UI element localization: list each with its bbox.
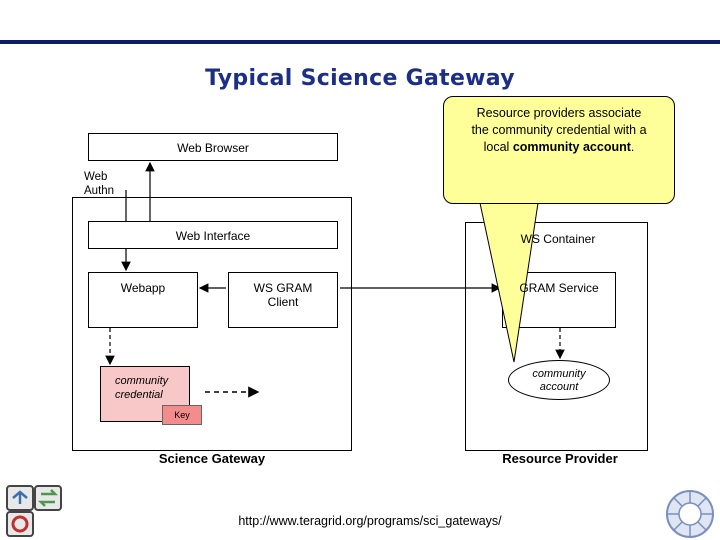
footer-url[interactable]: http://www.teragrid.org/programs/sci_gat… (238, 514, 502, 528)
community-account-line2: account (539, 381, 579, 393)
webapp-box: Webapp (88, 272, 198, 328)
nsf-logo-icon (666, 490, 714, 538)
resource-provider-caption: Resource Provider (502, 451, 618, 466)
web-browser-box: Web Browser (88, 133, 338, 161)
community-account-ellipse: community account (508, 360, 610, 400)
community-account-line1: community (532, 368, 586, 380)
community-credential-line2: credential (115, 389, 163, 401)
science-gateway-caption: Science Gateway (158, 451, 266, 466)
ws-gram-client-label-line1: WS GRAM (253, 281, 313, 295)
gram-service-label: GRAM Service (519, 281, 599, 295)
ws-gram-client-box: WS GRAM Client (228, 272, 338, 328)
ws-gram-client-label-line2: Client (267, 295, 299, 309)
callout-line3: local community account. (483, 140, 635, 154)
community-credential-line1: community (115, 375, 169, 387)
ws-container-label: WS Container (520, 232, 596, 246)
ws-container-box: WS Container (477, 222, 639, 250)
top-rule (0, 40, 720, 44)
key-label: Key (174, 410, 190, 420)
web-browser-label: Web Browser (177, 141, 249, 155)
callout-note: Resource providers associate the communi… (443, 96, 675, 204)
web-authn-line2: Authn (84, 185, 115, 197)
callout-line1: Resource providers associate (476, 106, 642, 120)
callout-line2: the community credential with a (471, 123, 647, 137)
web-authn-line1: Web (84, 171, 108, 183)
webapp-label: Webapp (120, 281, 166, 295)
web-interface-box: Web Interface (88, 221, 338, 249)
teragrid-logo-icon (6, 485, 62, 537)
page-title: Typical Science Gateway (205, 66, 515, 91)
key-badge: Key (162, 405, 202, 425)
web-authn-label: Web Authn (84, 170, 114, 198)
web-interface-label: Web Interface (175, 229, 251, 243)
